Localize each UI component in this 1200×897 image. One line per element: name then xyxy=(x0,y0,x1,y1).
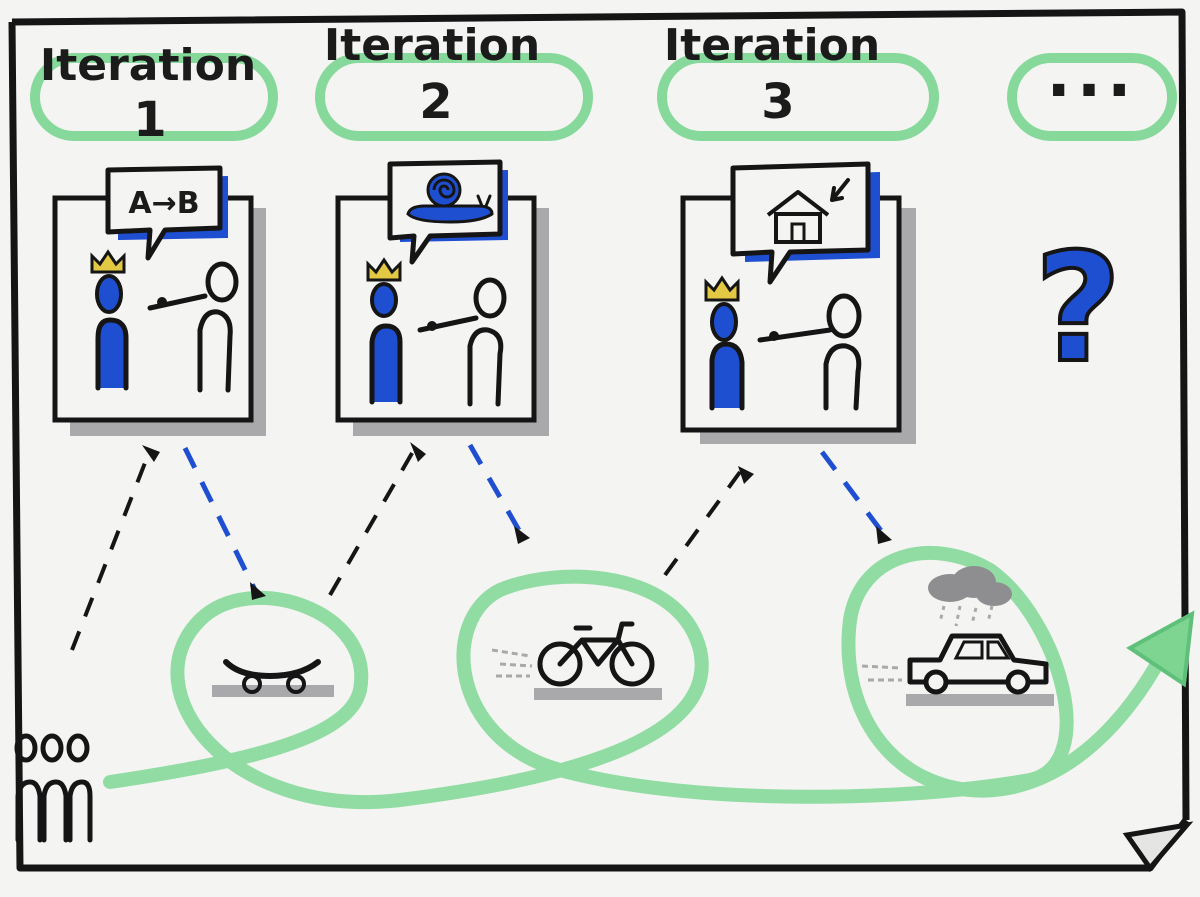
arrow-skateboard-to-card-2 xyxy=(328,446,417,597)
road-shadow xyxy=(212,685,334,697)
motion-lines xyxy=(491,648,533,678)
team-body xyxy=(197,309,233,393)
arrowhead-up-3 xyxy=(738,466,754,484)
arrowhead-down-2 xyxy=(514,526,530,544)
team-icon xyxy=(14,733,93,843)
iteration-1-pill xyxy=(30,53,278,141)
progress-path xyxy=(103,545,1177,809)
iteration-3-card xyxy=(680,161,916,444)
iteration-3-pill xyxy=(657,53,939,141)
king-head xyxy=(710,302,738,342)
arrowhead-up-2 xyxy=(410,442,426,462)
crown-icon xyxy=(704,275,740,302)
road-shadow xyxy=(534,688,662,700)
iteration-2-card xyxy=(335,159,549,436)
king-body xyxy=(95,317,129,391)
question-mark-icon: ? xyxy=(1032,220,1123,398)
iteration-2-pill xyxy=(315,53,593,141)
king-head xyxy=(370,282,398,318)
iteration-1-header: Iteration 1 xyxy=(30,40,278,148)
snail-icon xyxy=(406,172,494,224)
team-head xyxy=(826,293,862,339)
arrowhead-down-1 xyxy=(250,582,266,600)
king-body xyxy=(709,341,745,411)
motion-lines xyxy=(861,664,902,682)
feedback-arrows xyxy=(70,446,742,651)
folded-corner xyxy=(1122,821,1194,873)
arrow-card-1-to-skateboard xyxy=(182,446,258,592)
arrowhead-up-1 xyxy=(142,445,160,462)
crown-icon xyxy=(366,257,402,282)
team-head xyxy=(205,261,239,303)
car-icon xyxy=(861,566,1054,706)
hand-dot xyxy=(427,321,437,331)
more-iterations-header: ... xyxy=(1007,38,1177,141)
iteration-2-title: Iteration xyxy=(324,20,540,71)
delivery-arrowheads xyxy=(250,526,892,600)
iteration-1-title: Iteration xyxy=(40,40,256,91)
iteration-3-number: 3 xyxy=(761,74,794,130)
iteration-2-header: Iteration 2 xyxy=(315,20,593,141)
feedback-arrowheads xyxy=(142,442,754,484)
hand-dot xyxy=(157,297,167,307)
iteration-3-header: Iteration 3 xyxy=(657,20,939,141)
more-iterations-pill xyxy=(1007,53,1177,141)
question-mark: ? xyxy=(1034,222,1121,396)
bubble-text-a-to-b: A→B xyxy=(128,186,199,221)
arrow-to-house-icon xyxy=(830,178,850,202)
arrowhead-down-3 xyxy=(876,526,892,544)
iteration-2-number: 2 xyxy=(419,74,452,130)
crown-icon xyxy=(90,249,126,274)
team-body xyxy=(467,327,504,407)
team-head xyxy=(473,277,507,319)
road-shadow xyxy=(906,694,1054,706)
hand-dot xyxy=(769,331,779,341)
house-icon xyxy=(766,178,850,244)
rain-cloud-icon xyxy=(928,566,1012,627)
iteration-3-title: Iteration xyxy=(664,20,880,71)
arrow-card-2-to-bike xyxy=(467,443,523,534)
skateboard-icon xyxy=(212,659,334,697)
iteration-1-number: 1 xyxy=(133,92,166,148)
more-iterations-ellipsis: ... xyxy=(1047,38,1138,112)
king-head xyxy=(95,274,123,314)
king-body xyxy=(369,323,403,405)
arrow-card-3-to-car xyxy=(820,450,884,534)
speech-bubble xyxy=(105,165,223,261)
bicycle-icon xyxy=(491,621,662,700)
team-body xyxy=(823,343,862,411)
delivery-arrows xyxy=(182,443,884,592)
progress-arrowhead xyxy=(1126,610,1195,688)
iteration-1-card: A→B xyxy=(52,165,266,436)
